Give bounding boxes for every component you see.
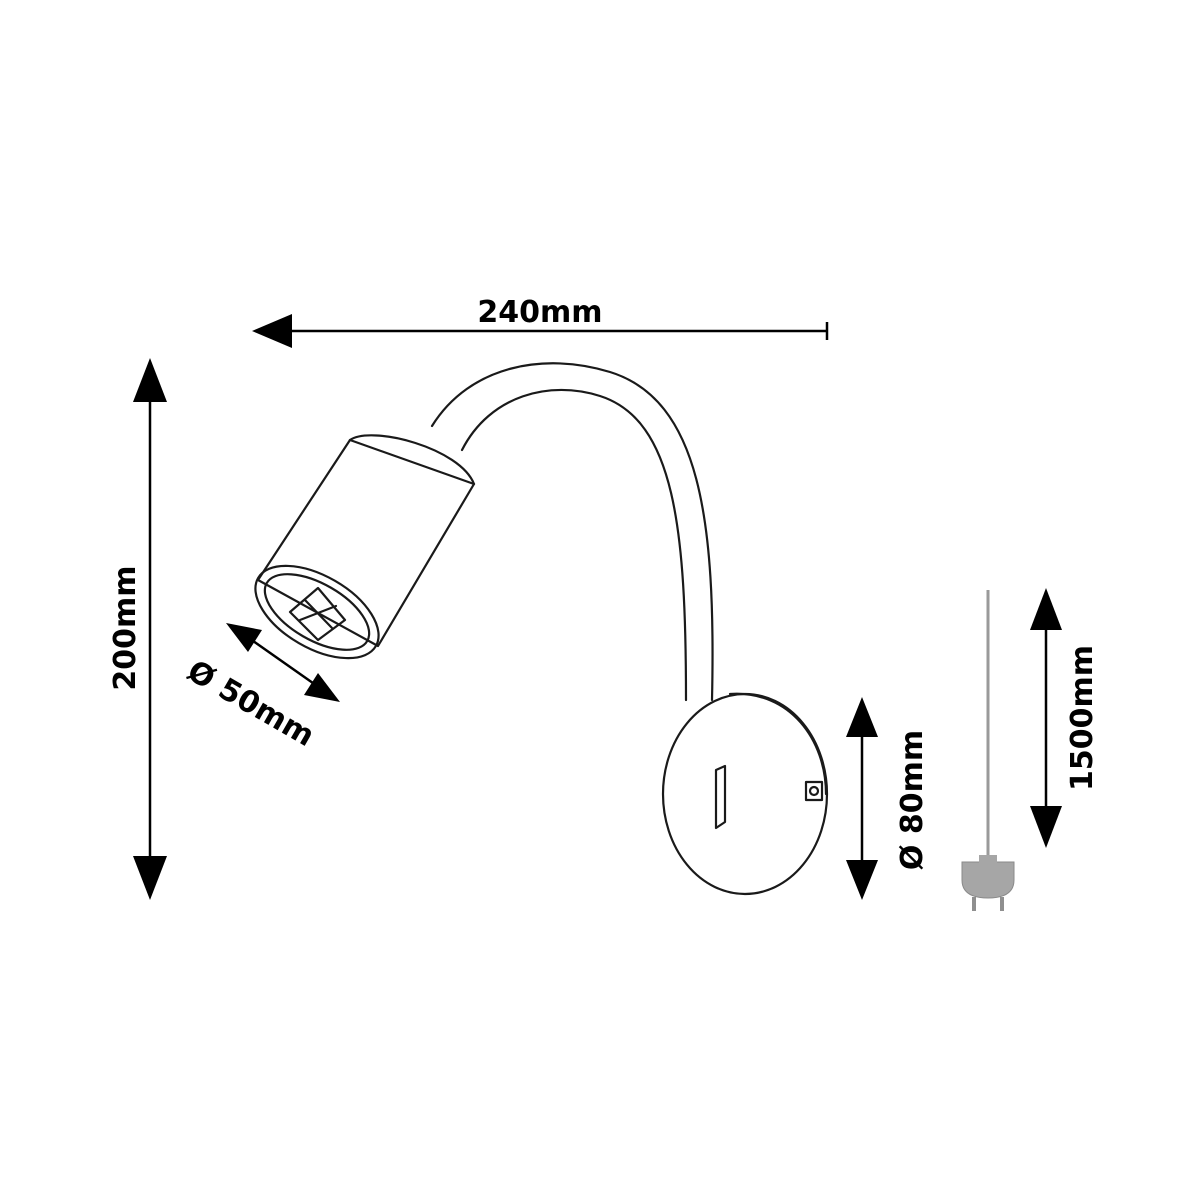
cable-length-dimension: 1500mm — [1030, 588, 1100, 848]
arrow-down-icon — [1030, 806, 1062, 848]
plug-icon — [961, 861, 1015, 899]
arrow-up-icon — [1030, 588, 1062, 630]
height-label: 200mm — [108, 565, 143, 690]
arrow-diag-down-icon — [304, 673, 340, 702]
cable-length-label: 1500mm — [1065, 645, 1100, 791]
arrow-down-icon — [846, 860, 878, 900]
gooseneck-arm — [430, 362, 714, 702]
lamp-head-rim — [254, 564, 380, 660]
lamp-drawing — [254, 362, 829, 896]
power-cable — [961, 590, 1015, 911]
gooseneck-arm-inner — [460, 388, 688, 702]
base-diameter-dimension: Ø 80mm — [846, 697, 930, 900]
width-dimension: 240mm — [252, 295, 829, 348]
lamp-head — [254, 434, 476, 660]
height-dimension: 200mm — [108, 358, 167, 900]
cable-outlet-icon — [804, 780, 824, 802]
lamp-head-rim-inner — [263, 573, 371, 651]
arrow-down-icon — [133, 856, 167, 900]
switch-icon — [714, 764, 727, 830]
width-label: 240mm — [477, 295, 602, 330]
arrow-up-icon — [133, 358, 167, 402]
wall-base — [661, 692, 829, 896]
arrow-left-icon — [252, 314, 292, 348]
arrow-up-icon — [846, 697, 878, 737]
head-diameter-label: Ø 50mm — [181, 654, 320, 754]
base-diameter-label: Ø 80mm — [895, 730, 930, 870]
arrow-diag-up-icon — [226, 623, 262, 652]
